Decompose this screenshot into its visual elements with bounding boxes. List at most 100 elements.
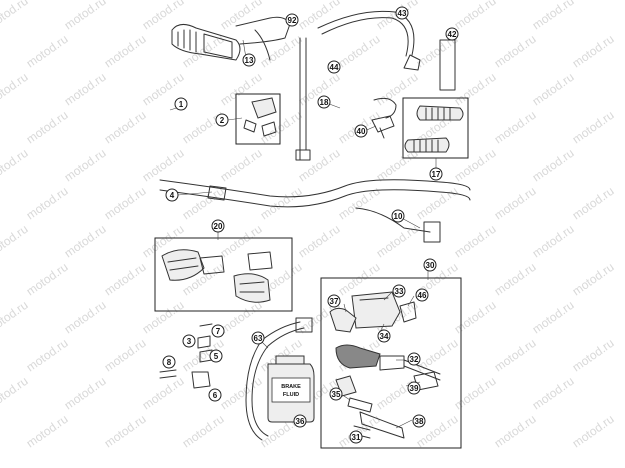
callout-ring bbox=[293, 414, 307, 428]
callout-ring bbox=[317, 95, 331, 109]
callout-ring bbox=[392, 284, 406, 298]
callout-ring bbox=[211, 324, 225, 338]
callout-20: 20 bbox=[211, 219, 225, 233]
callout-37: 37 bbox=[327, 294, 341, 308]
handlebar-grips bbox=[404, 105, 464, 153]
callout-number: 34 bbox=[380, 332, 389, 341]
throttle-grip bbox=[171, 16, 291, 61]
callout-5: 5 bbox=[209, 349, 223, 363]
callout-number: 40 bbox=[357, 127, 366, 136]
callout-35: 35 bbox=[329, 387, 343, 401]
callout-number: 36 bbox=[296, 417, 305, 426]
callout-number: 13 bbox=[245, 56, 254, 65]
callout-7: 7 bbox=[211, 324, 225, 338]
callout-number: 6 bbox=[213, 391, 218, 400]
callout-ring bbox=[327, 294, 341, 308]
callout-18: 18 bbox=[317, 95, 331, 109]
detail-box-17 bbox=[402, 97, 469, 159]
callout-10: 10 bbox=[391, 209, 405, 223]
callout-ring bbox=[395, 6, 409, 20]
callout-number: 43 bbox=[398, 9, 407, 18]
callout-number: 17 bbox=[432, 170, 441, 179]
callout-ring bbox=[208, 388, 222, 402]
callout-ring bbox=[412, 414, 426, 428]
callout-32: 32 bbox=[407, 352, 421, 366]
callout-36: 36 bbox=[293, 414, 307, 428]
callout-number: 35 bbox=[332, 390, 341, 399]
callout-ring bbox=[251, 331, 265, 345]
callout-38: 38 bbox=[412, 414, 426, 428]
callout-ring bbox=[211, 219, 225, 233]
callout-ring bbox=[445, 27, 459, 41]
callout-number: 42 bbox=[448, 30, 457, 39]
callout-ring bbox=[162, 355, 176, 369]
callout-number: 37 bbox=[330, 297, 339, 306]
callout-43: 43 bbox=[395, 6, 409, 20]
callout-number: 18 bbox=[320, 98, 329, 107]
callout-17: 17 bbox=[429, 167, 443, 181]
callout-ring bbox=[242, 53, 256, 67]
callout-63: 63 bbox=[251, 331, 265, 345]
throttle-cable bbox=[295, 37, 311, 161]
callout-number: 46 bbox=[418, 291, 427, 300]
callout-33: 33 bbox=[392, 284, 406, 298]
callout-number: 33 bbox=[395, 287, 404, 296]
callout-number: 1 bbox=[179, 100, 184, 109]
callout-number: 4 bbox=[170, 191, 175, 200]
callout-number: 2 bbox=[220, 116, 225, 125]
callout-ring bbox=[329, 387, 343, 401]
callout-ring bbox=[391, 209, 405, 223]
bottle-label-line1: BRAKE bbox=[281, 384, 301, 390]
callout-number: 63 bbox=[254, 334, 263, 343]
callout-number: 7 bbox=[216, 327, 221, 336]
callout-ring bbox=[407, 352, 421, 366]
callout-number: 31 bbox=[352, 433, 361, 442]
callout-number: 30 bbox=[426, 261, 435, 270]
handguards bbox=[161, 249, 273, 303]
callout-8: 8 bbox=[162, 355, 176, 369]
callout-ring bbox=[209, 349, 223, 363]
callout-34: 34 bbox=[377, 329, 391, 343]
detail-box-30 bbox=[320, 277, 462, 449]
callout-30: 30 bbox=[423, 258, 437, 272]
callout-number: 32 bbox=[410, 355, 419, 364]
clutch-hose bbox=[245, 317, 313, 441]
clutch-master-cylinder bbox=[329, 291, 441, 439]
callout-42: 42 bbox=[445, 27, 459, 41]
callout-46: 46 bbox=[415, 288, 429, 302]
callout-ring bbox=[377, 329, 391, 343]
callout-ring bbox=[285, 13, 299, 27]
callout-number: 8 bbox=[167, 358, 172, 367]
callout-4: 4 bbox=[165, 188, 179, 202]
bottle-label-line2: FLUID bbox=[283, 392, 299, 398]
callout-39: 39 bbox=[407, 381, 421, 395]
detail-box-20 bbox=[154, 237, 293, 312]
callout-31: 31 bbox=[349, 430, 363, 444]
callout-ring bbox=[174, 97, 188, 111]
callout-ring bbox=[349, 430, 363, 444]
callout-44: 44 bbox=[327, 60, 341, 74]
callout-ring bbox=[429, 167, 443, 181]
callout-number: 10 bbox=[394, 212, 403, 221]
callout-ring bbox=[354, 124, 368, 138]
callout-number: 20 bbox=[214, 222, 223, 231]
hot-start-lever bbox=[371, 115, 395, 139]
callout-40: 40 bbox=[354, 124, 368, 138]
callout-number: 5 bbox=[214, 352, 219, 361]
callout-6: 6 bbox=[208, 388, 222, 402]
callout-number: 38 bbox=[415, 417, 424, 426]
callout-13: 13 bbox=[242, 53, 256, 67]
callout-number: 39 bbox=[410, 384, 419, 393]
callout-92: 92 bbox=[285, 13, 299, 27]
brake-fluid-bottle: BRAKE FLUID bbox=[267, 355, 315, 423]
callout-ring bbox=[327, 60, 341, 74]
callout-ring bbox=[423, 258, 437, 272]
switch-unit bbox=[243, 97, 277, 137]
callout-ring bbox=[215, 113, 229, 127]
callout-2: 2 bbox=[215, 113, 229, 127]
callout-3: 3 bbox=[182, 334, 196, 348]
callout-number: 92 bbox=[288, 16, 297, 25]
callout-ring bbox=[415, 288, 429, 302]
